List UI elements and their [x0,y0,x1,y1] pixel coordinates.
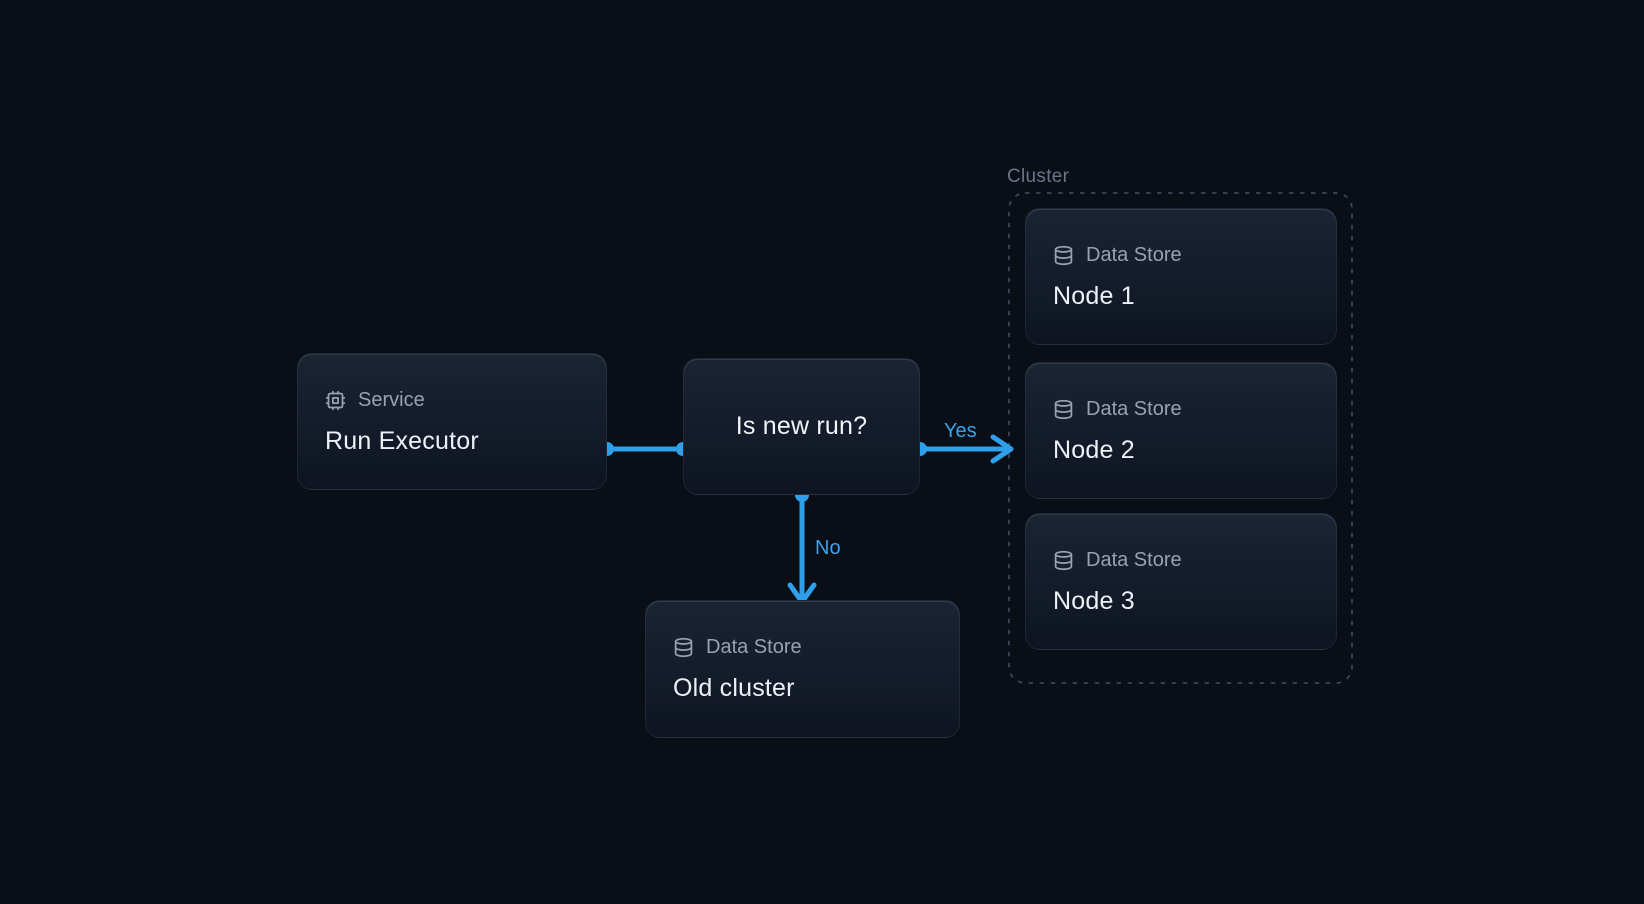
node-type-label: Data Store [1086,398,1182,420]
node-title: Node 3 [1053,587,1135,615]
node-type-row: Service [325,388,582,412]
node-cluster-node-2[interactable]: Data Store Node 2 [1025,362,1337,499]
node-old-cluster[interactable]: Data Store Old cluster [645,600,960,738]
cluster-group-label: Cluster [1007,166,1070,187]
edge-label-yes: Yes [944,420,977,442]
node-cluster-node-3[interactable]: Data Store Node 3 [1025,513,1337,650]
node-type-label: Service [358,389,425,411]
edge-decision-to-old-cluster [787,488,817,605]
cpu-icon [325,390,346,410]
node-title: Old cluster [673,674,795,702]
database-icon [1054,399,1073,419]
node-cluster-node-1[interactable]: Data Store Node 1 [1025,208,1337,345]
node-type-row: Data Store [1053,397,1312,421]
edge-label-no: No [815,537,841,559]
decision-question: Is new run? [735,412,868,440]
node-title: Run Executor [325,427,479,455]
database-icon [674,637,693,657]
node-decision[interactable]: Is new run? [683,358,920,495]
node-service[interactable]: Service Run Executor [297,353,607,490]
node-type-row: Data Store [673,635,935,659]
arrowhead-right-icon [990,434,1014,464]
edge-service-to-decision [600,442,690,456]
node-title: Node 1 [1053,282,1135,310]
node-type-label: Data Store [706,636,802,658]
node-type-label: Data Store [1086,549,1182,571]
database-icon [1054,550,1073,570]
node-type-row: Data Store [1053,548,1312,572]
cluster-boundary [1008,192,1353,684]
database-icon [1054,245,1073,265]
node-title: Node 2 [1053,436,1135,464]
node-type-label: Data Store [1086,244,1182,266]
node-type-row: Data Store [1053,243,1312,267]
